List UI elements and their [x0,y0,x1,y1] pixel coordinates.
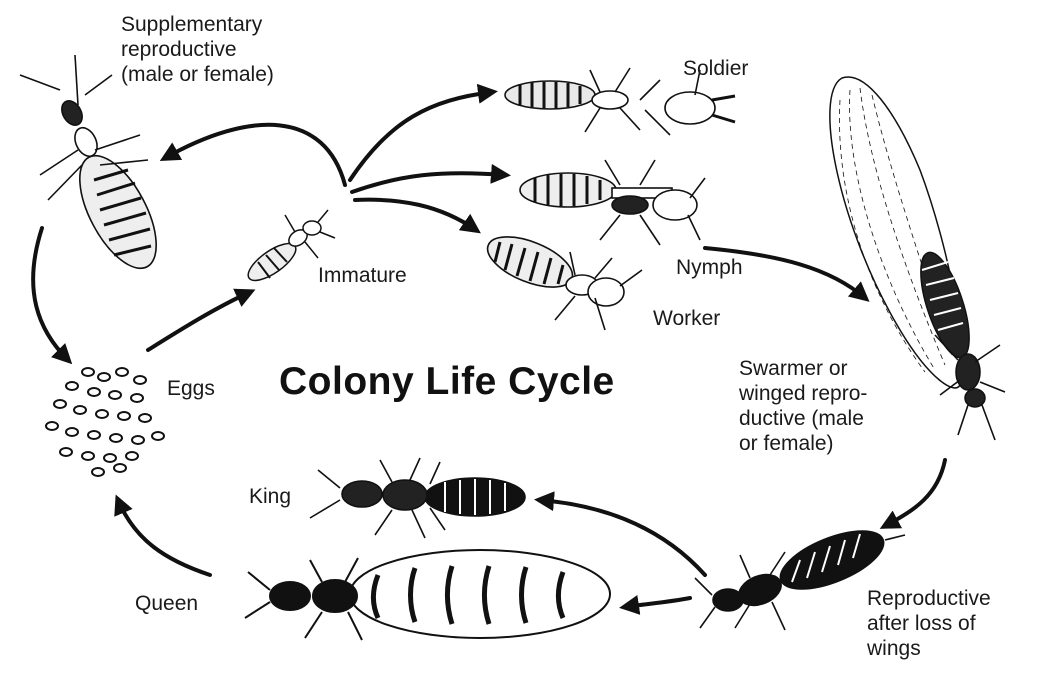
worker-termite-icon [481,227,642,330]
label-king: King [249,484,291,509]
label-queen: Queen [135,591,198,616]
label-eggs: Eggs [167,376,215,401]
arrow-reproductive-to-queen [625,598,690,607]
label-swarmer: Swarmer or winged repro- ductive (male o… [739,356,867,456]
label-worker: Worker [653,306,720,331]
nymph-termite-icon [520,160,705,245]
arrow-immature-to-worker [355,200,476,230]
arrow-swarmer-to-reproductive [885,460,945,526]
label-nymph: Nymph [676,255,743,280]
diagram-title: Colony Life Cycle [279,360,615,404]
arrow-queen-to-eggs [118,500,210,575]
cycle-arrows [33,92,945,607]
arrow-immature-to-nymph [352,173,505,192]
supplementary-reproductive-termite-icon [20,55,172,280]
king-termite-icon [310,458,525,538]
label-reproductive-after-wing-loss: Reproductive after loss of wings [867,586,991,661]
label-supplementary-reproductive: Supplementary reproductive (male or fema… [121,12,274,87]
arrow-supplementary-to-eggs [33,228,68,360]
eggs-cluster-icon [46,368,164,476]
arrow-immature-to-supplementary [165,125,345,185]
arrow-immature-to-soldier [350,92,492,180]
arrow-eggs-to-immature [148,292,250,350]
queen-termite-icon [245,550,610,640]
label-soldier: Soldier [683,56,748,81]
label-immature: Immature [318,263,407,288]
